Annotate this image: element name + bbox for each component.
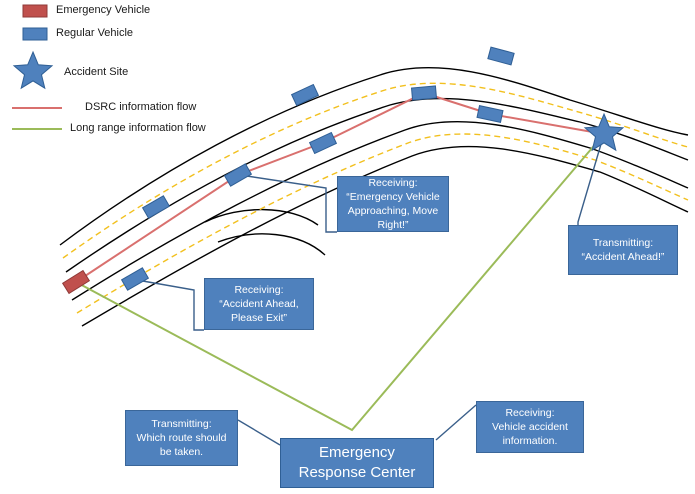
callout-line-accident — [136, 279, 204, 331]
legend-regular-vehicle-icon — [22, 27, 48, 41]
regular-vehicle — [308, 131, 338, 155]
receiving-emergency-box: Receiving: “Emergency Vehicle Approachin… — [337, 176, 449, 232]
legend-long-range-label: Long range information flow — [70, 122, 206, 134]
road-edge-bottom — [81, 145, 689, 327]
exit-ramp-edge-1 — [204, 208, 319, 226]
legend-emergency-vehicle-icon — [22, 4, 48, 18]
callout-line-receiving-info — [435, 404, 477, 441]
callout-line-transmitting-route — [237, 419, 281, 446]
exit-ramp-edge-2 — [217, 233, 326, 256]
transmitting-route-box: Transmitting: Which route should be take… — [125, 410, 238, 466]
legend-accident-site-label: Accident Site — [64, 66, 129, 78]
response-center-box: Emergency Response Center — [280, 438, 434, 488]
receiving-accident-box: Receiving: “Accident Ahead, Please Exit” — [204, 278, 314, 330]
long-range-flow-line — [75, 133, 605, 432]
regular-vehicle — [476, 105, 504, 123]
legend-dsrc-label: DSRC information flow — [85, 101, 197, 113]
regular-vehicle — [223, 163, 253, 187]
regular-vehicle — [120, 267, 150, 291]
regular-vehicle — [410, 85, 438, 101]
dsrc-flow-line — [75, 91, 605, 283]
accident-site-star-icon — [583, 112, 625, 152]
road-edge-outer — [59, 66, 689, 246]
receiving-info-box: Receiving: Vehicle accident information. — [476, 401, 584, 453]
regular-vehicle — [290, 83, 320, 107]
lane-marking-lower — [76, 133, 689, 314]
regular-vehicle — [141, 195, 171, 219]
emergency-vehicle — [61, 269, 91, 295]
legend-regular-vehicle-label: Regular Vehicle — [56, 27, 134, 39]
road-edge-inner-lower — [71, 120, 689, 301]
legend-accident-site-star-icon — [12, 50, 54, 90]
regular-vehicle — [487, 46, 515, 66]
transmitting-accident-box: Transmitting: “Accident Ahead!” — [568, 225, 678, 275]
legend-emergency-vehicle-label: Emergency Vehicle — [56, 4, 151, 16]
callout-line-emergency — [239, 174, 337, 233]
lane-marking-upper — [62, 82, 689, 259]
